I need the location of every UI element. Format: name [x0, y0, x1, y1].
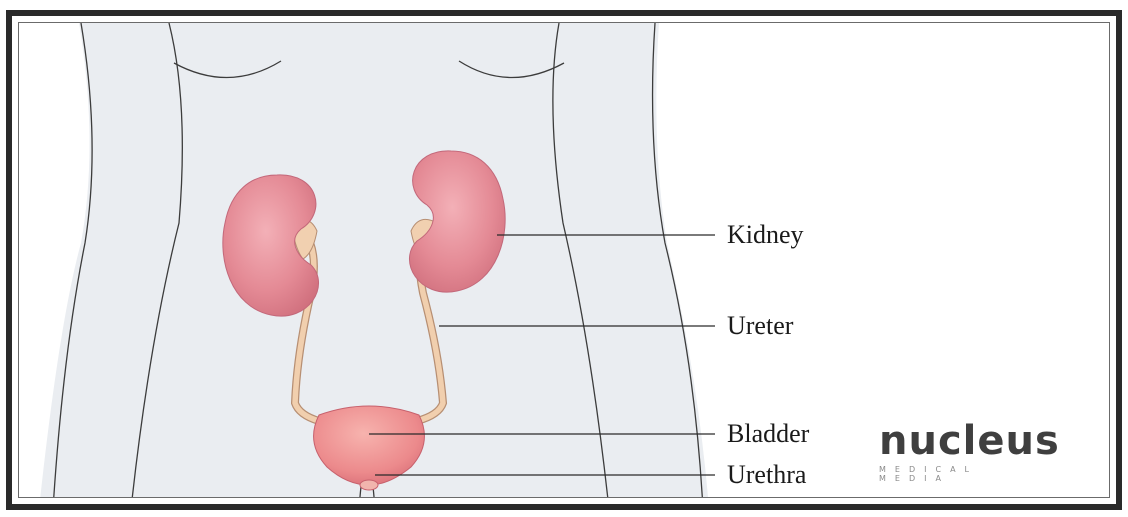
bladder-label: Bladder	[727, 421, 809, 447]
urethra-label: Urethra	[727, 462, 806, 488]
urethra-opening	[360, 480, 378, 490]
diagram-frame: Kidney Ureter Bladder Urethra nucleus ME…	[6, 10, 1122, 510]
diagram-canvas: Kidney Ureter Bladder Urethra nucleus ME…	[18, 22, 1110, 498]
logo-wordmark: nucleus	[879, 421, 1055, 461]
nucleus-logo: nucleus MEDICAL MEDIA	[879, 421, 1055, 483]
ureter-label: Ureter	[727, 313, 793, 339]
logo-tagline: MEDICAL MEDIA	[879, 465, 1055, 483]
kidney-label: Kidney	[727, 222, 804, 248]
